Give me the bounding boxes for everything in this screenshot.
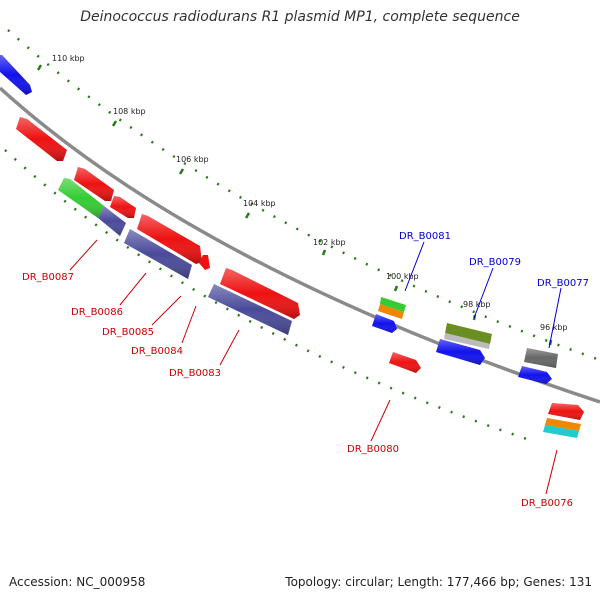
gene-feature	[378, 297, 406, 319]
gene-label-dr-b0084[interactable]: DR_B0084	[131, 346, 183, 357]
gene-feature	[436, 339, 485, 365]
tick-110: 110 kbp	[36, 54, 85, 71]
tick-106: 106 kbp	[176, 155, 209, 175]
gene-label-dr-b0086[interactable]: DR_B0086	[71, 307, 123, 318]
gene-feature	[74, 167, 114, 201]
gene-label-dr-b0083[interactable]: DR_B0083	[169, 368, 221, 379]
tick-label: 98 kbp	[463, 300, 491, 309]
gene-feature	[524, 348, 558, 368]
tick-label: 104 kbp	[243, 199, 276, 208]
tick-label: 96 kbp	[540, 323, 568, 332]
tick-label: 100 kbp	[386, 272, 419, 281]
tick-label: 106 kbp	[176, 155, 209, 164]
gene-feature	[16, 117, 67, 161]
tick-label: 108 kbp	[113, 107, 146, 116]
gene-feature	[220, 268, 300, 319]
tick-108: 108 kbp	[111, 107, 146, 127]
gene-feature	[98, 206, 126, 236]
gene-feature	[518, 366, 552, 384]
gene-feature	[208, 284, 292, 335]
gene-label-dr-b0077[interactable]: DR_B0077	[537, 278, 589, 289]
genome-backbone	[0, 86, 600, 404]
tick-label: 102 kbp	[313, 238, 346, 247]
gene-feature	[124, 229, 192, 279]
gene-label-dr-b0081[interactable]: DR_B0081	[399, 231, 451, 242]
gene-feature	[444, 323, 492, 349]
gene-feature	[372, 314, 397, 333]
gene-label-dr-b0079[interactable]: DR_B0079	[469, 257, 521, 268]
outer-ruler	[7, 29, 600, 362]
gene-feature	[389, 352, 421, 373]
tick-104: 104 kbp	[243, 199, 276, 219]
gene-feature	[199, 255, 210, 270]
gene-feature	[548, 403, 584, 420]
gene-label-dr-b0080[interactable]: DR_B0080	[347, 444, 399, 455]
tick-label: 110 kbp	[52, 54, 85, 63]
tick-100: 100 kbp	[386, 272, 419, 292]
gene-label-dr-b0087[interactable]: DR_B0087	[22, 272, 74, 283]
gene-label-dr-b0076[interactable]: DR_B0076	[521, 498, 573, 509]
gene-feature	[137, 214, 202, 264]
topology-summary: Topology: circular; Length: 177,466 bp; …	[285, 575, 592, 589]
gene-feature	[543, 418, 581, 438]
gene-feature	[58, 178, 104, 218]
gene-feature	[110, 196, 136, 218]
gene-label-dr-b0085[interactable]: DR_B0085	[102, 327, 154, 338]
tick-102: 102 kbp	[313, 238, 346, 256]
accession-text: Accession: NC_000958	[9, 575, 146, 589]
map-title: Deinococcus radiodurans R1 plasmid MP1, …	[80, 9, 520, 25]
inner-track	[4, 149, 531, 442]
gene-feature	[0, 55, 32, 95]
